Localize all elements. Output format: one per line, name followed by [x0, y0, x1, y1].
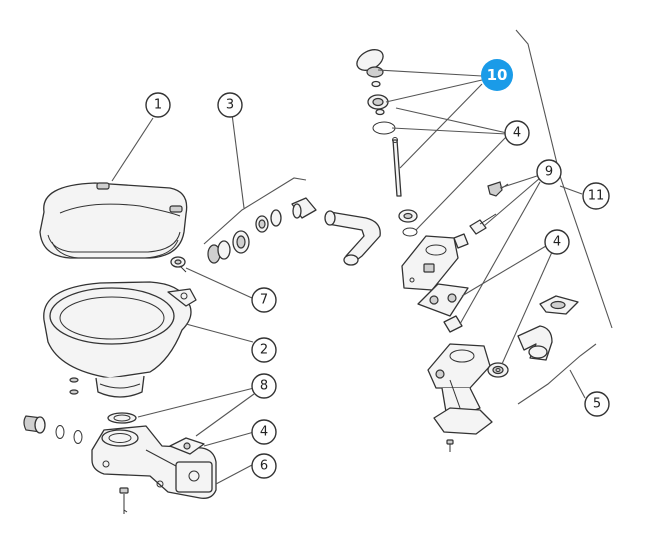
callout-3: 3 — [217, 92, 243, 118]
callout-7: 7 — [251, 287, 277, 313]
callout-9-label: 9 — [545, 165, 553, 180]
toilet-seat-lid — [39, 182, 188, 259]
callout-4-lower: 4 — [251, 419, 277, 445]
flange — [539, 295, 579, 315]
small-valve — [443, 315, 463, 333]
callout-6-label: 6 — [260, 459, 268, 474]
callout-7-label: 7 — [260, 293, 268, 308]
callout-4-middle: 4 — [544, 229, 570, 255]
leader-5 — [569, 369, 586, 399]
pump-cylinder-top — [401, 233, 469, 291]
callout-3-label: 3 — [226, 98, 234, 113]
callout-10-label: 10 — [487, 66, 508, 84]
callout-2-label: 2 — [260, 343, 268, 358]
gasket — [107, 412, 137, 424]
callout-1-label: 1 — [154, 98, 162, 113]
toilet-bowl — [43, 281, 197, 398]
callout-5: 5 — [584, 391, 610, 417]
elbow-fitting — [487, 325, 553, 378]
callout-9: 9 — [536, 159, 562, 185]
bolt — [170, 256, 187, 273]
callout-4-upper-label: 4 — [513, 126, 521, 141]
callout-4-middle-label: 4 — [553, 235, 561, 250]
callout-11: 11 — [582, 182, 610, 210]
bowl-washers — [69, 377, 79, 395]
callout-4-lower-label: 4 — [260, 425, 268, 440]
bracket-11 — [515, 29, 613, 329]
callout-2: 2 — [251, 337, 277, 363]
pump-lower-body — [427, 343, 493, 435]
inlet-fitting-left — [23, 415, 83, 444]
flap-valve — [169, 437, 205, 455]
callout-11-label: 11 — [588, 189, 605, 204]
pump-rod — [392, 137, 402, 197]
callout-8-label: 8 — [260, 379, 268, 394]
callout-5-label: 5 — [593, 397, 601, 412]
base-screws — [119, 487, 129, 514]
handle-knob — [356, 49, 396, 135]
leader-lines — [111, 69, 583, 485]
callout-10: 10 — [481, 59, 513, 91]
valve-plate — [417, 283, 469, 317]
pump-base — [91, 425, 217, 499]
callout-8: 8 — [251, 373, 277, 399]
piston-parts — [398, 209, 418, 237]
callout-6: 6 — [251, 453, 277, 479]
inlet-kit — [207, 197, 317, 264]
lower-screw — [446, 439, 454, 452]
bracket-3 — [203, 177, 307, 245]
callout-1: 1 — [145, 92, 171, 118]
callout-4-upper: 4 — [504, 120, 530, 146]
switch-parts — [469, 181, 509, 235]
hose — [324, 210, 381, 266]
bracket-5 — [517, 343, 597, 405]
